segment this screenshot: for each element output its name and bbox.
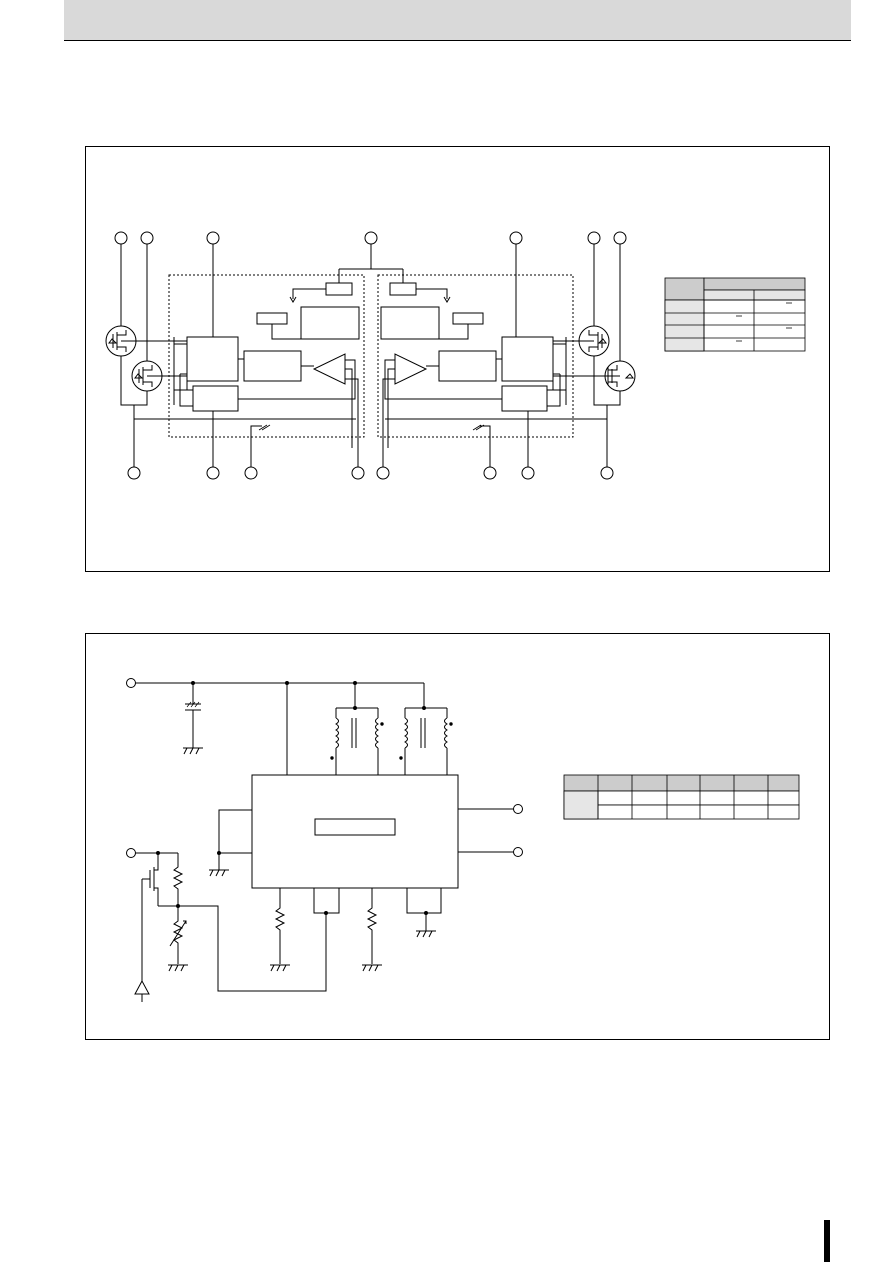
header-bar bbox=[64, 0, 851, 41]
sense-resistor bbox=[362, 888, 382, 972]
right-ref-block bbox=[452, 312, 484, 325]
input-terminal bbox=[126, 848, 136, 858]
page-edge-mark bbox=[824, 1220, 830, 1262]
ground-symbol bbox=[183, 747, 203, 755]
right-small-block bbox=[389, 282, 417, 296]
spec-table bbox=[563, 774, 800, 820]
left-ref-block bbox=[256, 312, 288, 325]
right-comparator bbox=[394, 353, 428, 385]
timing-resistor bbox=[270, 888, 290, 972]
truth-table bbox=[664, 277, 806, 352]
left-sense-block bbox=[192, 385, 239, 412]
block-diagram-panel bbox=[85, 146, 830, 572]
right-control-block bbox=[438, 350, 497, 382]
bypass-capacitor bbox=[185, 683, 201, 748]
output-terminal-1 bbox=[513, 804, 523, 814]
left-small-block bbox=[325, 282, 353, 296]
right-channel-outline bbox=[377, 274, 574, 438]
winding-a bbox=[330, 683, 384, 775]
ic-label-box bbox=[314, 818, 396, 836]
right-driver-block bbox=[501, 336, 554, 382]
ic-body bbox=[251, 774, 459, 889]
top-terminals bbox=[114, 231, 627, 245]
left-control-block bbox=[243, 350, 302, 382]
pullup-resistor bbox=[172, 853, 184, 906]
bottom-terminals bbox=[127, 466, 614, 480]
input-buffer bbox=[134, 979, 150, 1002]
left-driver-block bbox=[186, 336, 239, 382]
application-circuit-panel bbox=[85, 633, 830, 1040]
left-osc-block bbox=[300, 306, 360, 340]
variable-resistor bbox=[169, 906, 187, 964]
left-comparator bbox=[312, 353, 346, 385]
right-osc-block bbox=[380, 306, 440, 340]
supply-terminal bbox=[126, 678, 136, 688]
right-sense-block bbox=[501, 385, 548, 412]
block-diagram bbox=[105, 231, 806, 480]
winding-b bbox=[399, 683, 453, 775]
left-channel-outline bbox=[168, 274, 365, 438]
input-fet bbox=[141, 853, 159, 981]
application-circuit bbox=[126, 678, 800, 1002]
output-terminal-2 bbox=[513, 847, 523, 857]
